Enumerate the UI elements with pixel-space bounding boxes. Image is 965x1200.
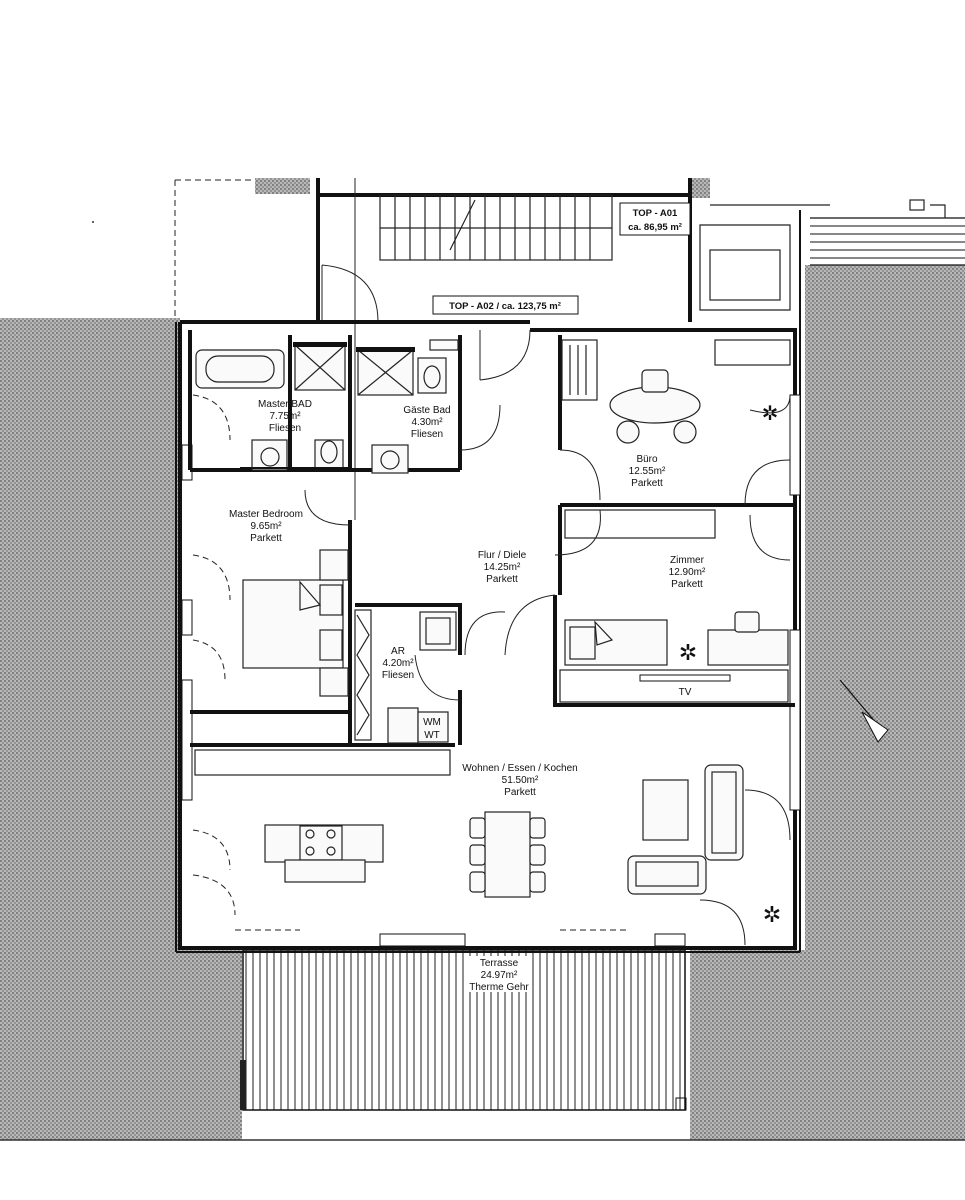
scan-speck: [92, 221, 94, 223]
surrounding-terrain: [0, 178, 965, 1140]
room-area: 4.30m²: [411, 417, 443, 428]
sofa-icon: [704, 764, 744, 861]
room-name: Gäste Bad: [403, 405, 450, 416]
room-floor: Parkett: [671, 579, 703, 590]
coffee-table-icon: [642, 779, 689, 841]
doors: [192, 329, 791, 946]
desk-icon: [707, 629, 789, 666]
gaeste-bad-fixtures: [356, 339, 459, 474]
unit-a02-name: TOP - A02 / ca. 123,75 m²: [449, 301, 561, 312]
room-floor: Parkett: [250, 533, 282, 544]
room-area: 12.90m²: [669, 567, 706, 578]
stairwell: [174, 178, 791, 520]
chair-icon: [734, 611, 760, 633]
room-label-master-bedroom: Master Bedroom 9.65m² Parkett: [229, 509, 303, 544]
chair-icon: [616, 420, 640, 444]
unit-a01-name: TOP - A01: [633, 208, 678, 219]
room-label-zimmer: Zimmer 12.90m² Parkett: [669, 555, 706, 590]
room-floor: Parkett: [504, 787, 536, 798]
wt-label: WT: [424, 730, 440, 741]
exterior-walls: [175, 210, 801, 953]
zimmer-furniture: ✲ TV: [564, 611, 789, 698]
room-area: 4.20m²: [382, 658, 414, 669]
room-area: 7.75m²: [269, 411, 301, 422]
room-floor: Fliesen: [411, 429, 443, 440]
room-area: 24.97m²: [481, 970, 518, 981]
master-bad-fixtures: [195, 342, 350, 471]
plant-icon: ✲: [762, 403, 779, 425]
unit-label-a02: TOP - A02 / ca. 123,75 m²: [432, 295, 579, 315]
sofa-icon: [627, 855, 707, 895]
room-name: Wohnen / Essen / Kochen: [462, 763, 577, 774]
room-label-wohnen: Wohnen / Essen / Kochen 51.50m² Parkett: [462, 763, 577, 798]
living-furniture: ✲: [264, 764, 781, 927]
room-name: Büro: [636, 454, 658, 465]
chair-icon: [529, 817, 546, 839]
plant-icon: ✲: [763, 902, 781, 927]
room-area: 14.25m²: [484, 562, 521, 573]
room-name: Flur / Diele: [478, 550, 527, 561]
north-arrow-icon: [839, 679, 889, 743]
room-name: Master Bedroom: [229, 509, 303, 520]
room-floor: Parkett: [486, 574, 518, 585]
ar-fixtures: WM WT: [387, 611, 457, 744]
room-floor: Fliesen: [382, 670, 414, 681]
room-floor: Parkett: [631, 478, 663, 489]
room-area: 51.50m²: [502, 775, 539, 786]
room-area: 9.65m²: [250, 521, 282, 532]
room-label-ar: AR 4.20m² Fliesen: [382, 646, 414, 681]
terrace-deck: [240, 949, 687, 1111]
room-label-gaeste-bad: Gäste Bad 4.30m² Fliesen: [403, 405, 450, 440]
wm-label: WM: [423, 717, 441, 728]
stove-icon: [299, 825, 343, 861]
chair-icon: [673, 420, 697, 444]
unit-label-a01: TOP - A01 ca. 86,95 m²: [619, 202, 691, 236]
interior-walls: [188, 330, 795, 776]
plant-icon: ✲: [679, 640, 697, 665]
room-floor: Therme Gehr: [469, 982, 529, 993]
room-floor: Fliesen: [269, 423, 301, 434]
chair-icon: [469, 871, 486, 893]
room-name: Zimmer: [670, 555, 705, 566]
room-label-terrasse: Terrasse 24.97m² Therme Gehr: [468, 956, 530, 993]
chair-icon: [529, 871, 546, 893]
buero-furniture: ✲: [609, 369, 779, 444]
room-name: AR: [391, 646, 405, 657]
master-bedroom-furniture: [242, 549, 349, 697]
tv-label: TV: [679, 687, 692, 698]
unit-a01-area: ca. 86,95 m²: [628, 222, 682, 233]
chair-icon: [469, 817, 486, 839]
chair-icon: [529, 844, 546, 866]
room-label-master-bad: Master BAD 7.75m² Fliesen: [258, 399, 312, 434]
room-name: Master BAD: [258, 399, 312, 410]
room-label-flur: Flur / Diele 14.25m² Parkett: [478, 550, 527, 585]
dining-table-icon: [484, 811, 531, 898]
chair-icon: [641, 369, 669, 393]
room-area: 12.55m²: [629, 466, 666, 477]
chair-icon: [469, 844, 486, 866]
room-label-buero: Büro 12.55m² Parkett: [629, 454, 666, 489]
room-name: Terrasse: [480, 958, 519, 969]
balcony-a01: [710, 199, 965, 266]
